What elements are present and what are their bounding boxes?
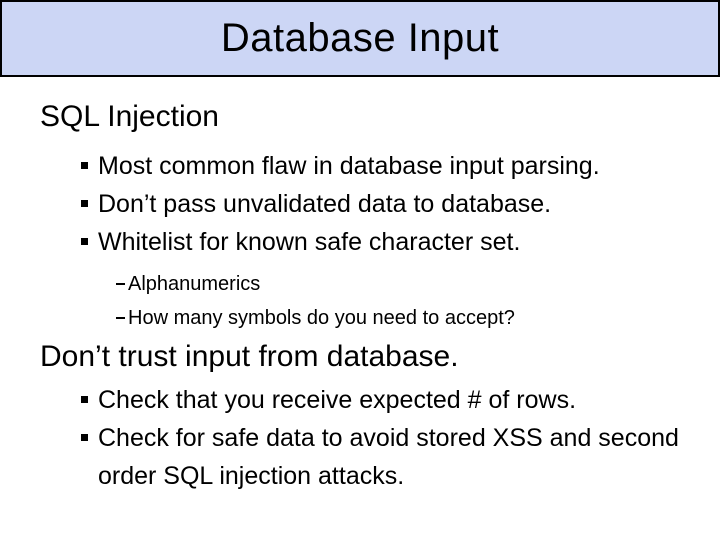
bullet-item: Most common flaw in database input parsi… [40, 147, 690, 185]
bullet-square-icon [81, 200, 88, 207]
bullet-text: Check for safe data to avoid stored XSS … [98, 424, 679, 490]
dash-icon [116, 317, 125, 319]
bullet-item: Check for safe data to avoid stored XSS … [40, 419, 690, 495]
sub-bullet-text: How many symbols do you need to accept? [128, 307, 515, 329]
dash-icon [116, 283, 125, 285]
section-heading-dont-trust-input: Don’t trust input from database. [40, 340, 459, 373]
slide-title: Database Input [220, 16, 500, 60]
bullet-item: Check that you receive expected # of row… [40, 381, 690, 419]
sub-bullet-item: How many symbols do you need to accept? [40, 301, 692, 335]
bullet-item: Don’t pass unvalidated data to database. [40, 185, 690, 223]
sub-bullet-item: Alphanumerics [40, 267, 692, 301]
bullet-list-sql-injection: Most common flaw in database input parsi… [40, 147, 692, 261]
bullet-list-dont-trust: Check that you receive expected # of row… [40, 381, 692, 495]
sub-bullet-text: Alphanumerics [128, 273, 261, 295]
bullet-square-icon [81, 162, 88, 169]
bullet-text: Check that you receive expected # of row… [98, 386, 577, 414]
bullet-square-icon [81, 238, 88, 245]
bullet-text: Don’t pass unvalidated data to database. [98, 190, 552, 218]
bullet-text: Whitelist for known safe character set. [98, 228, 521, 256]
slide-content: SQL Injection Most common flaw in databa… [40, 77, 692, 495]
bullet-square-icon [81, 396, 88, 403]
bullet-text: Most common flaw in database input parsi… [98, 152, 600, 180]
section-heading-sql-injection: SQL Injection [40, 100, 219, 133]
sub-bullet-list: Alphanumerics How many symbols do you ne… [40, 267, 692, 335]
bullet-item: Whitelist for known safe character set. [40, 223, 690, 261]
bullet-square-icon [81, 434, 88, 441]
slide-title-bar: Database Input [0, 0, 720, 77]
